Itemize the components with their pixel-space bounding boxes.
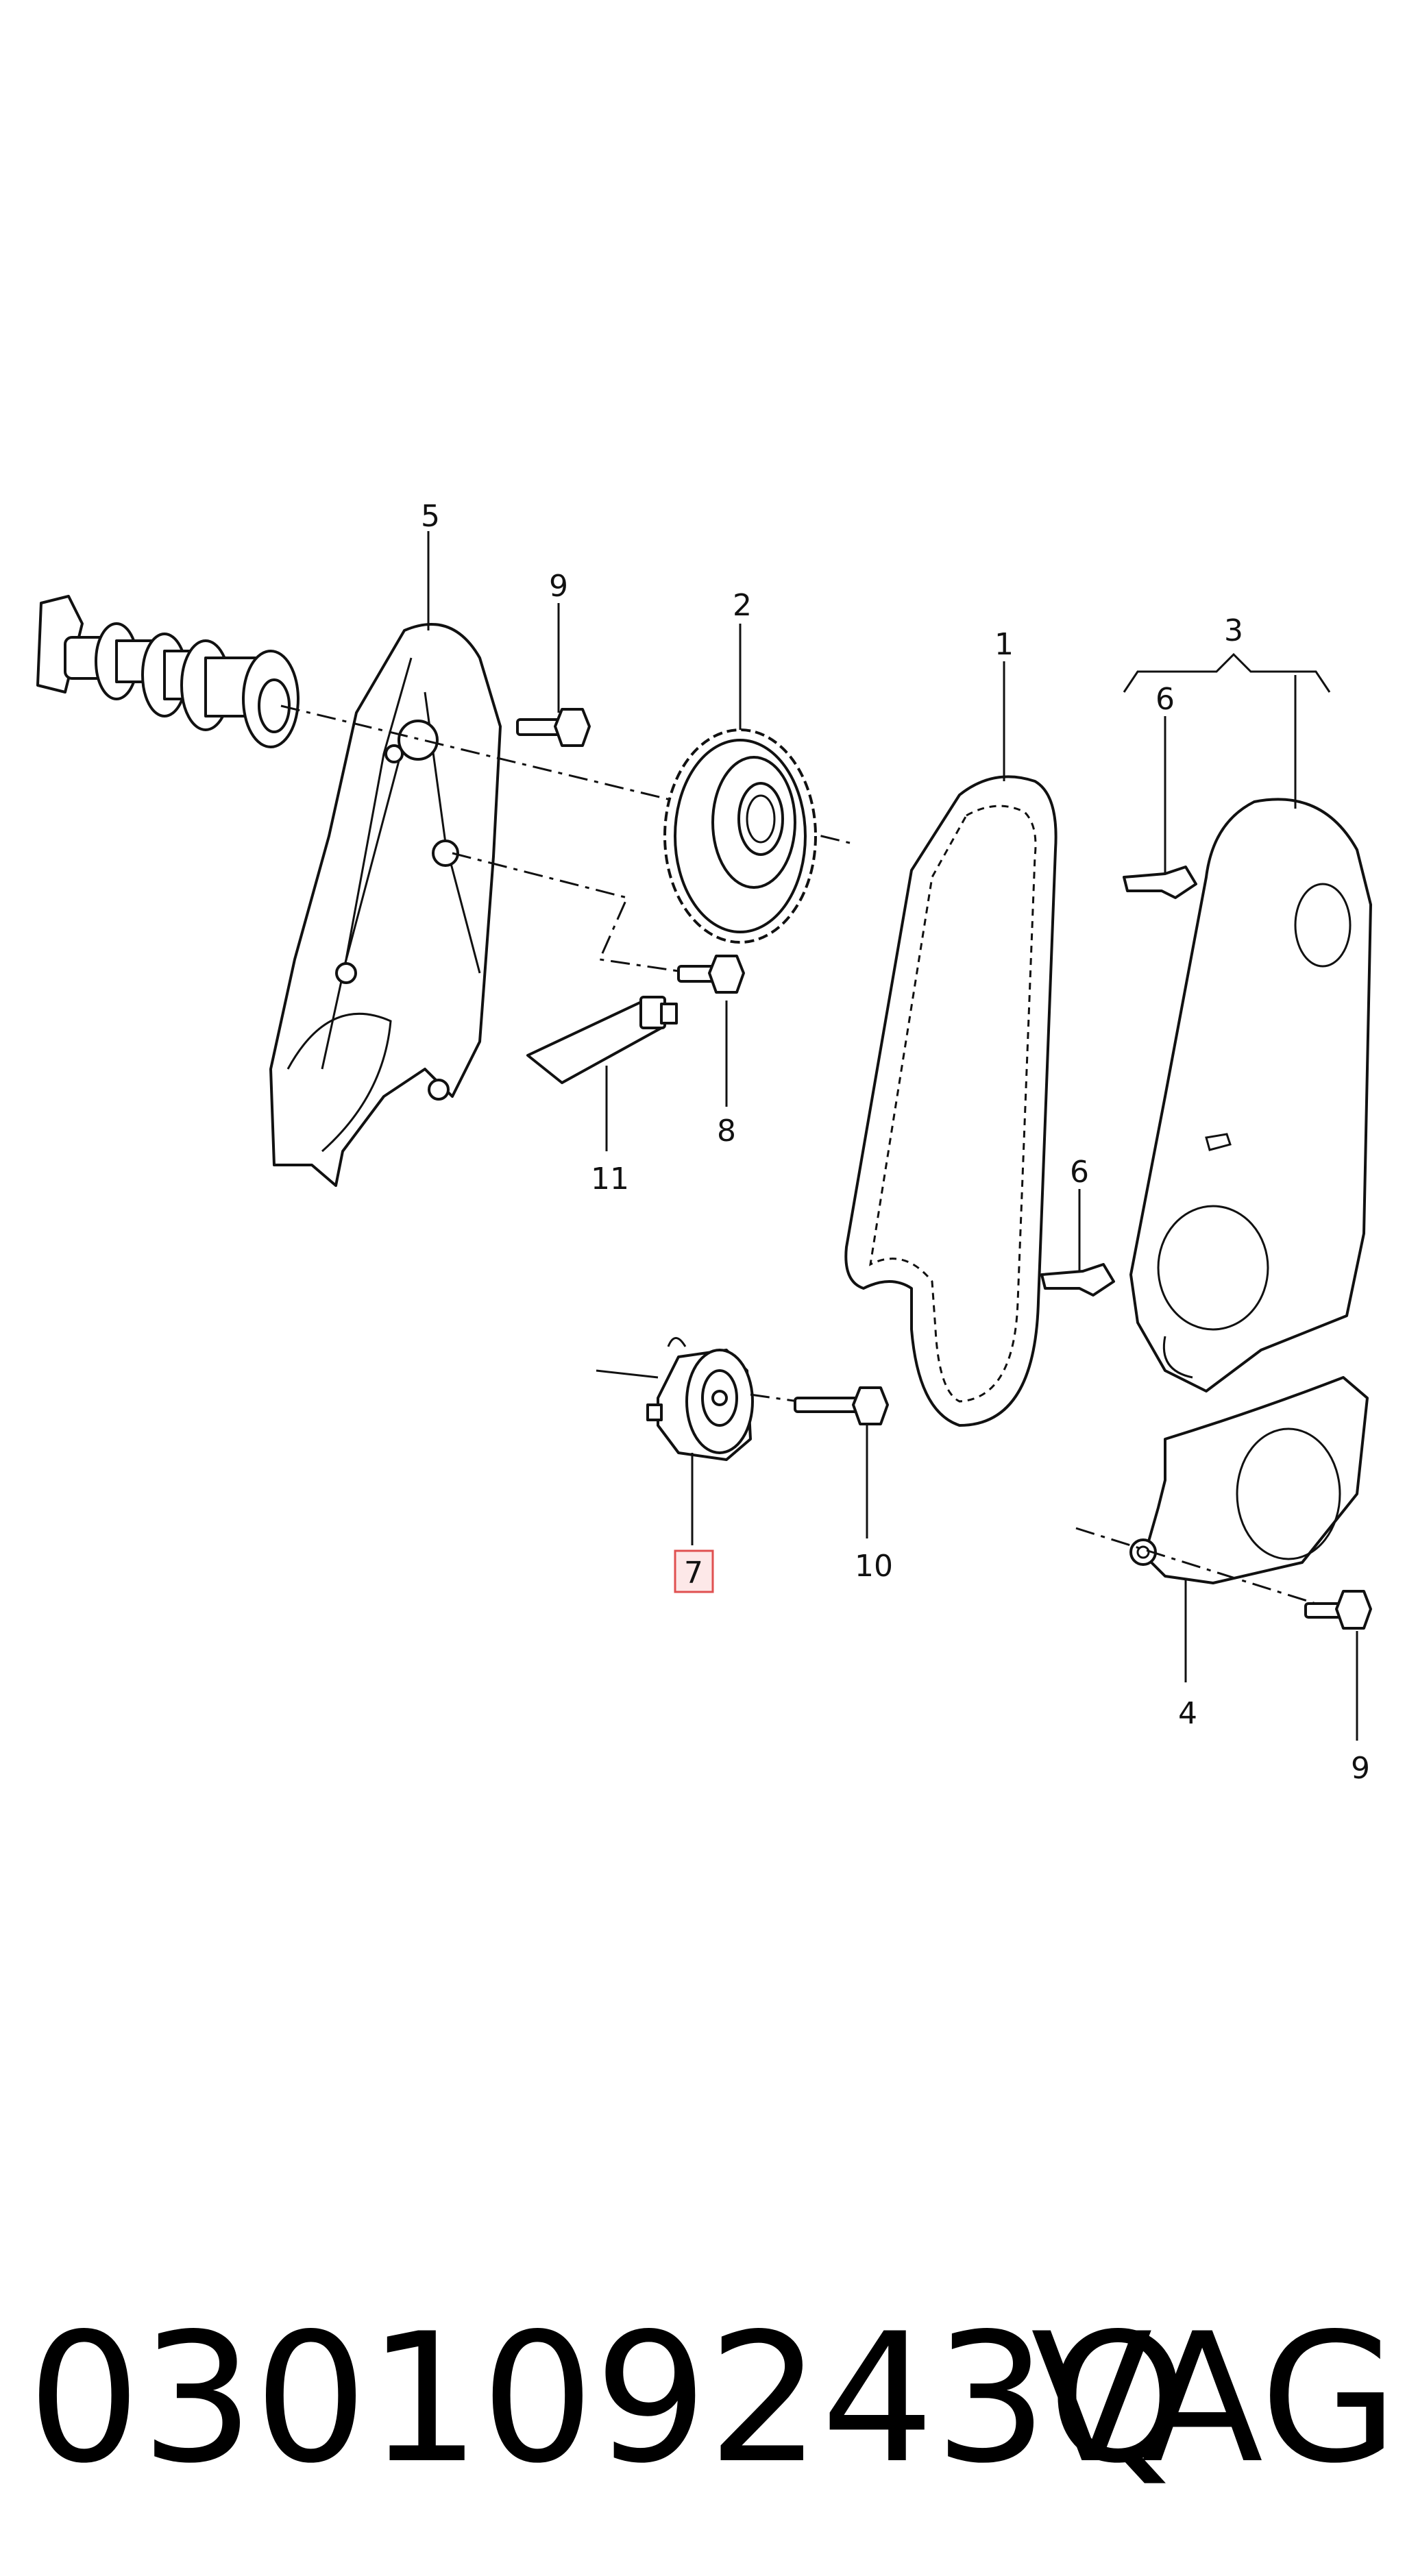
- callout-9-lower: 9: [1351, 1751, 1370, 1786]
- front-timing-belt-cover: [1129, 798, 1372, 1393]
- sealant-tube: [526, 996, 678, 1084]
- clip-upper: [1123, 866, 1197, 899]
- callout-6-lower: 6: [1070, 1155, 1089, 1190]
- bolt-10: [794, 1386, 889, 1425]
- callout-2: 2: [733, 588, 752, 623]
- callout-7: 7: [684, 1556, 703, 1591]
- sprocket-bolt-axis-line: [452, 852, 693, 974]
- bolt-8: [677, 955, 745, 994]
- callout-6-upper: 6: [1156, 682, 1175, 717]
- callout-4: 4: [1178, 1696, 1197, 1731]
- callout-7-highlight: [674, 1549, 714, 1593]
- tensioner-axis-line: [750, 1393, 799, 1403]
- lower-timing-belt-cover: [1129, 1376, 1369, 1584]
- camshaft-sprocket: [663, 728, 817, 944]
- bolt-lower: [1304, 1590, 1372, 1630]
- callout-8: 8: [717, 1114, 736, 1149]
- camshaft: [36, 595, 300, 748]
- callout-10: 10: [855, 1549, 893, 1584]
- bolt-upper: [516, 708, 591, 747]
- brand-name: VAG: [1031, 2296, 1398, 2503]
- clip-lower: [1040, 1263, 1115, 1297]
- callout-3: 3: [1224, 613, 1243, 648]
- callout-1: 1: [994, 627, 1014, 662]
- callout-5: 5: [421, 499, 440, 534]
- belt-tensioner: [596, 1337, 754, 1461]
- rear-timing-belt-cover: [269, 623, 502, 1187]
- callout-9-upper: 9: [549, 569, 568, 604]
- lower-cover-axis-line: [1075, 1527, 1317, 1605]
- bracket-3: [1123, 652, 1331, 693]
- part-number: 030109243Q: [27, 2296, 1188, 2503]
- timing-belt: [844, 775, 1058, 1427]
- callout-11: 11: [591, 1162, 629, 1197]
